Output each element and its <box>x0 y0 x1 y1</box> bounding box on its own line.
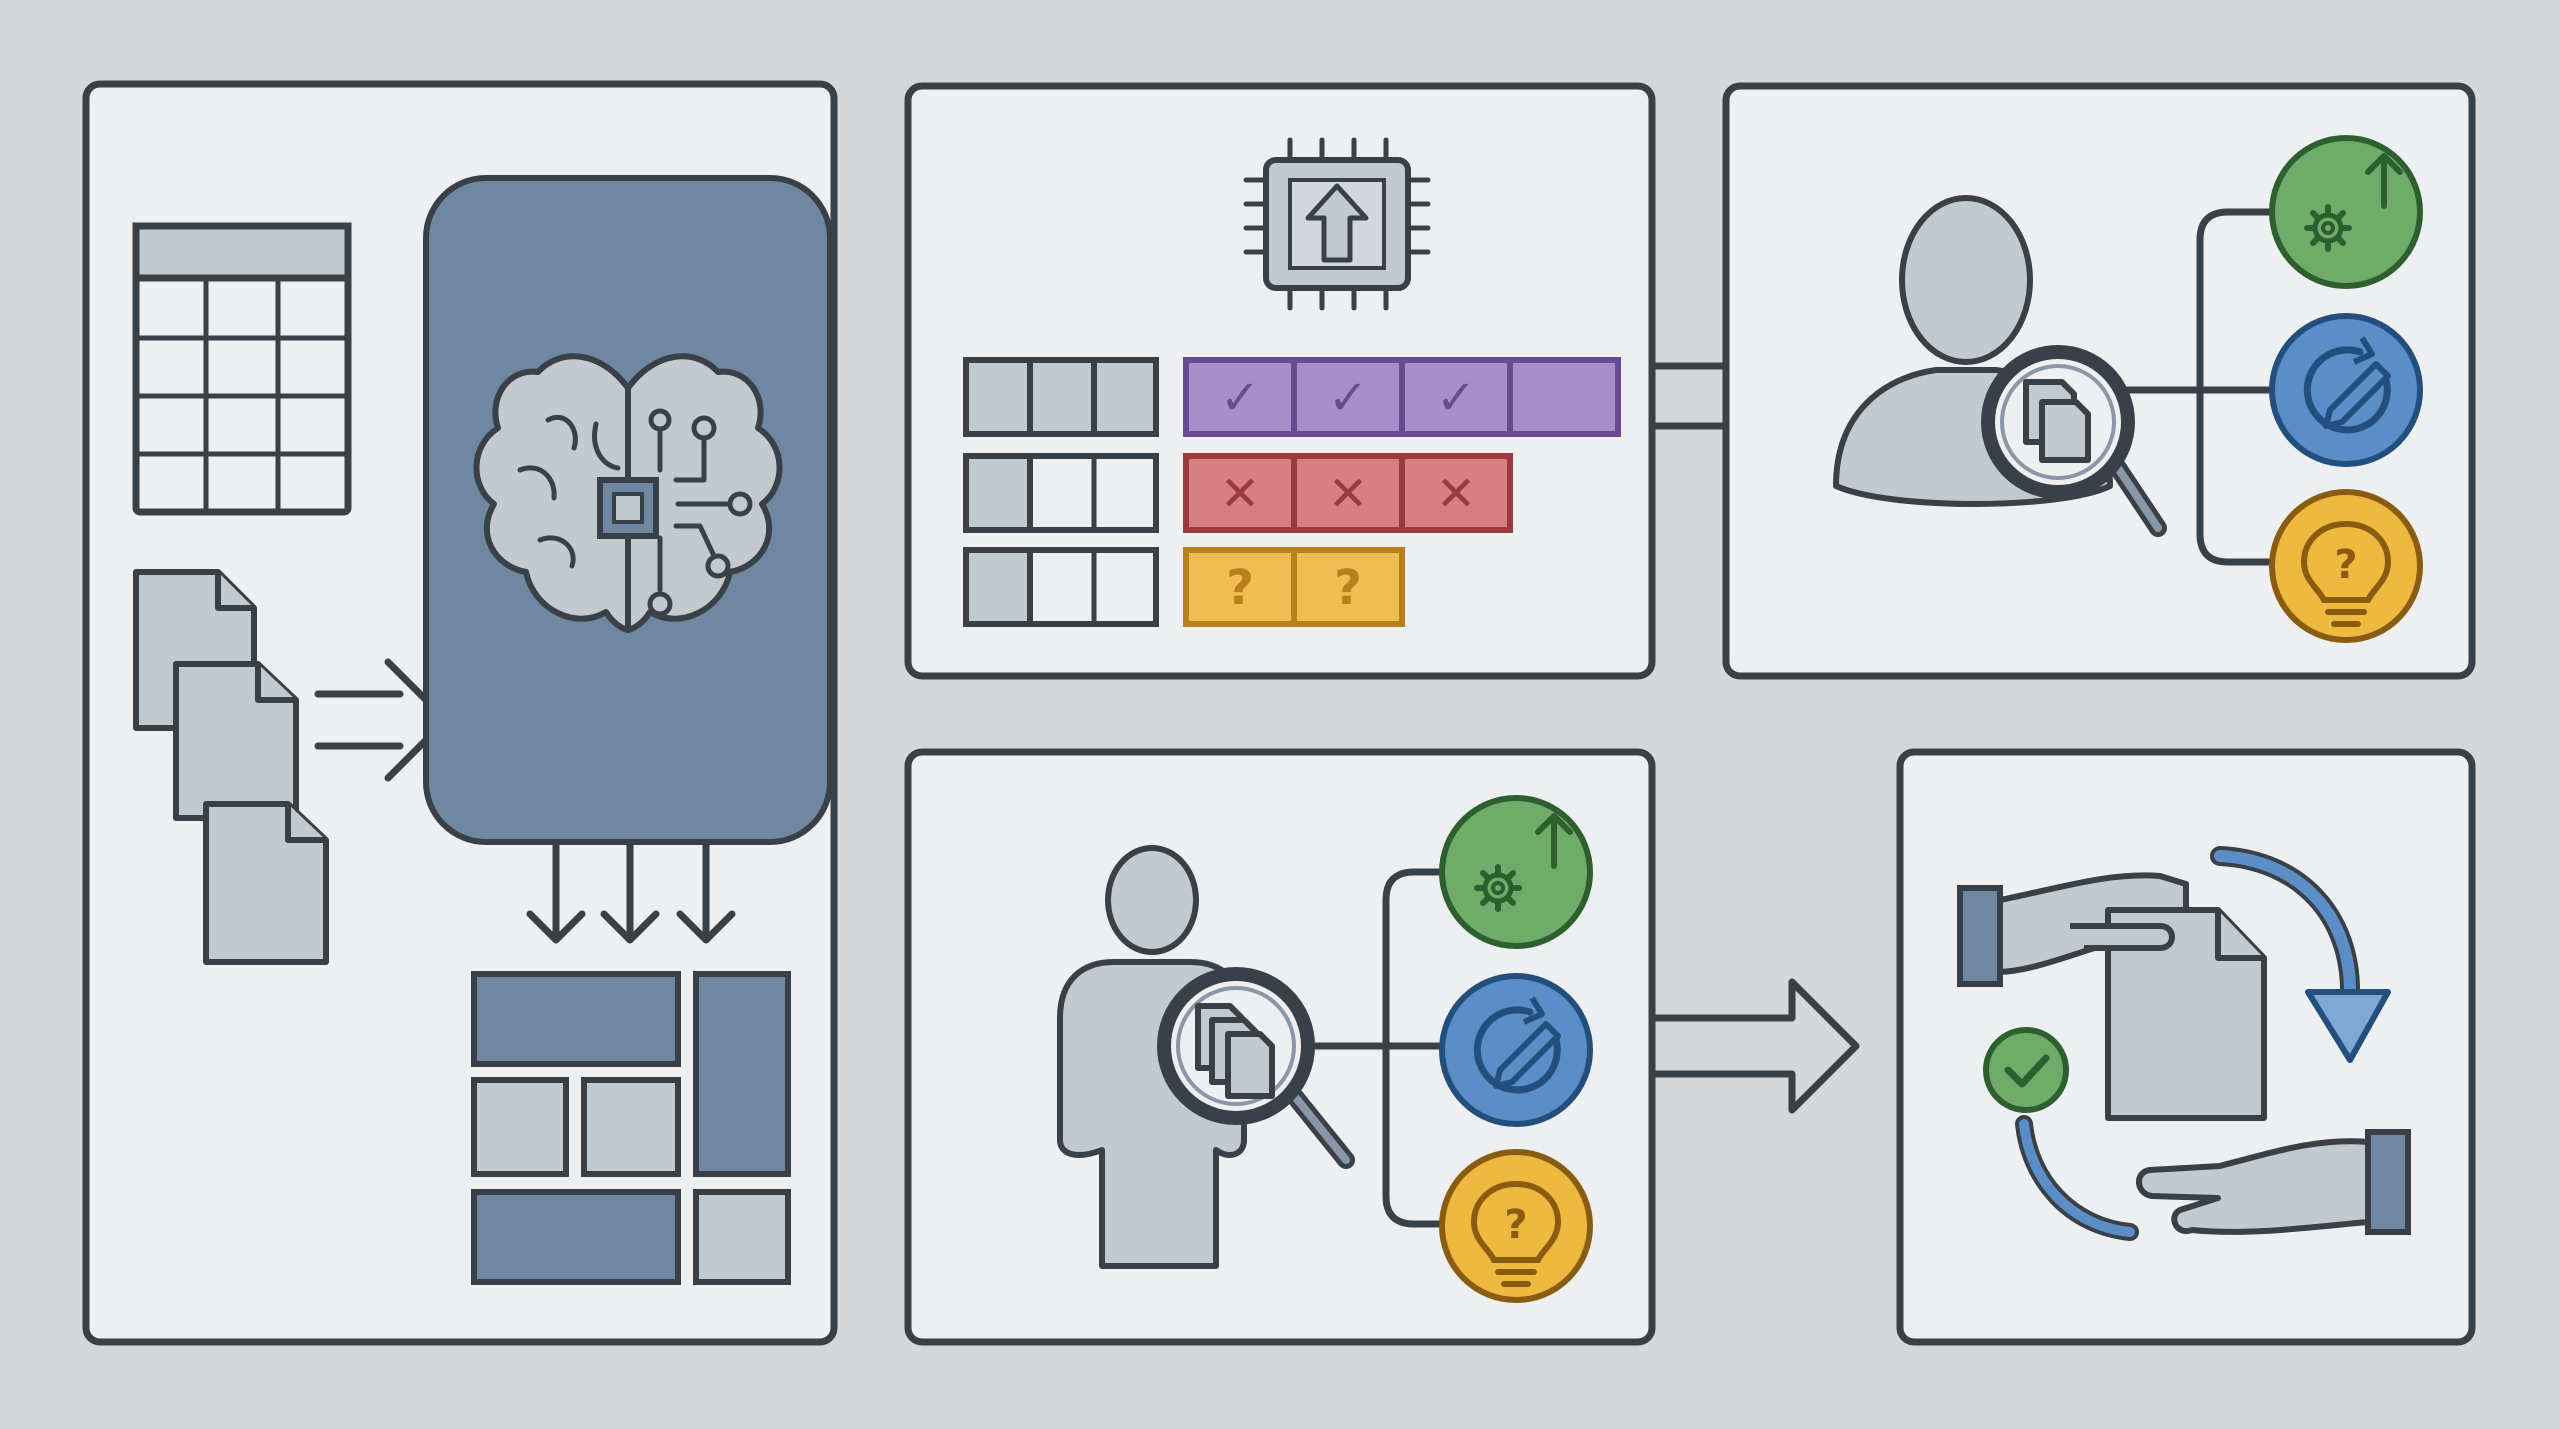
uncertain-status-cell <box>1291 547 1405 627</box>
branch-connectors <box>2116 208 2276 566</box>
brain-circuit-icon <box>473 353 783 633</box>
valid-status-mark: ✓ <box>1436 370 1476 426</box>
valid-status-mark: ✓ <box>1328 370 1368 426</box>
lightbulb-question-icon: ? <box>2269 489 2423 643</box>
record-row-2 <box>963 453 1159 533</box>
magnifying-glass-icon <box>1157 967 1355 1169</box>
record-row-3 <box>963 547 1159 627</box>
svg-text:?: ? <box>1504 1202 1527 1248</box>
refresh-edit-icon <box>1439 973 1593 1127</box>
structured-output-blocks <box>471 971 791 1285</box>
hand-handoff-icon <box>1957 846 2411 1241</box>
uncertain-status-mark: ? <box>1226 560 1254 616</box>
uncertain-status-mark: ? <box>1334 560 1362 616</box>
valid-status-mark: ✓ <box>1220 370 1260 426</box>
flow-arrow-4-5 <box>1650 978 1860 1114</box>
panel-review-bottom: ? <box>904 748 1656 1346</box>
invalid-status-mark: ✕ <box>1220 466 1260 522</box>
check-badge-icon <box>1983 1027 2069 1113</box>
valid-status-cell <box>1507 357 1621 437</box>
lightbulb-question-icon: ? <box>1439 1149 1593 1303</box>
panel-ai-extraction <box>82 80 838 1346</box>
gear-up-icon <box>1439 795 1593 949</box>
documents-icon <box>133 569 329 965</box>
validation-status-rows: ✓ ✓ ✓ ✕ ✕ ✕?? <box>1183 357 1621 627</box>
svg-text:?: ? <box>2334 542 2357 588</box>
valid-status-cell <box>1183 357 1297 437</box>
branch-connectors <box>1302 868 1450 1228</box>
refresh-edit-icon <box>2269 313 2423 467</box>
gear-up-icon <box>2269 135 2423 289</box>
panel-handoff <box>1896 748 2476 1346</box>
valid-status-cell <box>1399 357 1513 437</box>
cpu-chip-icon <box>1243 137 1431 311</box>
panel-review-top: ? <box>1722 82 2476 680</box>
spreadsheet-icon <box>132 222 352 516</box>
magnifying-glass-icon <box>1981 345 2167 537</box>
invalid-status-mark: ✕ <box>1328 466 1368 522</box>
panel-validation: ✓ ✓ ✓ ✕ ✕ ✕?? <box>904 82 1656 680</box>
record-row-1 <box>963 357 1159 437</box>
invalid-status-cell <box>1399 453 1513 533</box>
record-rows <box>963 357 1159 627</box>
invalid-status-mark: ✕ <box>1436 466 1476 522</box>
output-arrows-icon <box>526 842 736 944</box>
